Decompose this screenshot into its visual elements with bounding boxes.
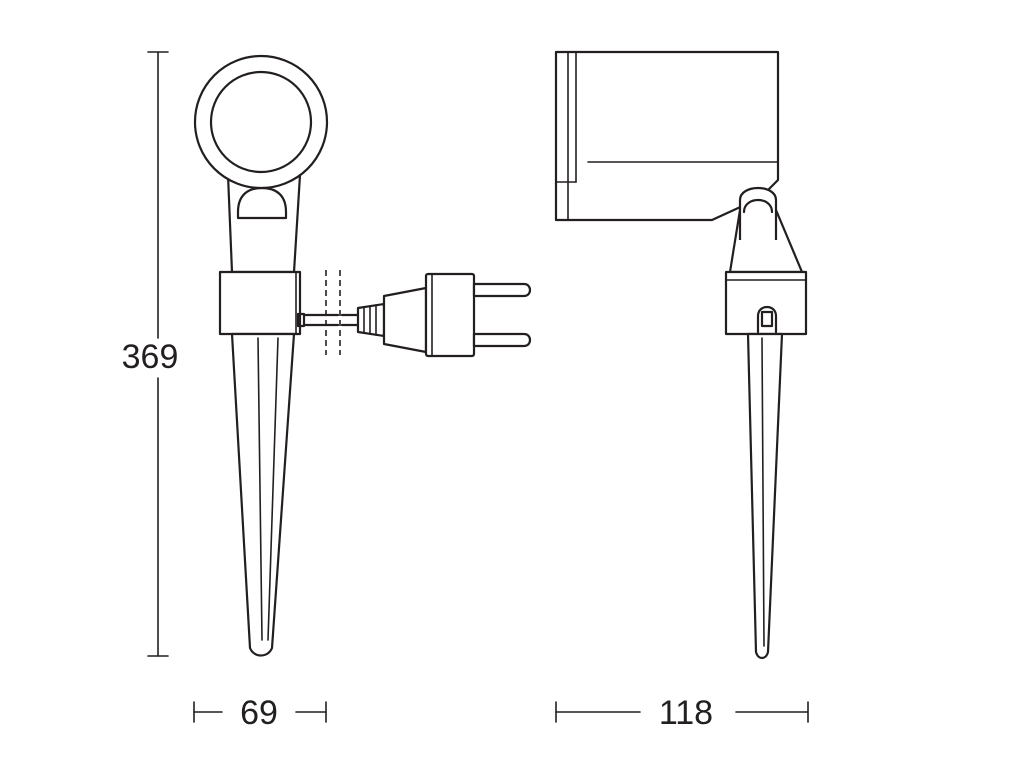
side-width-label: 118 [659, 694, 713, 732]
cable-and-plug [302, 270, 532, 358]
side-view-lamp [554, 50, 808, 660]
side-width-dimension: 118 [555, 694, 809, 732]
front-width-dimension: 69 [193, 694, 327, 732]
height-dimension-label: 369 [122, 338, 179, 376]
front-width-label: 69 [240, 694, 278, 732]
height-dimension: 369 [122, 51, 179, 657]
front-view-lamp [193, 54, 329, 657]
